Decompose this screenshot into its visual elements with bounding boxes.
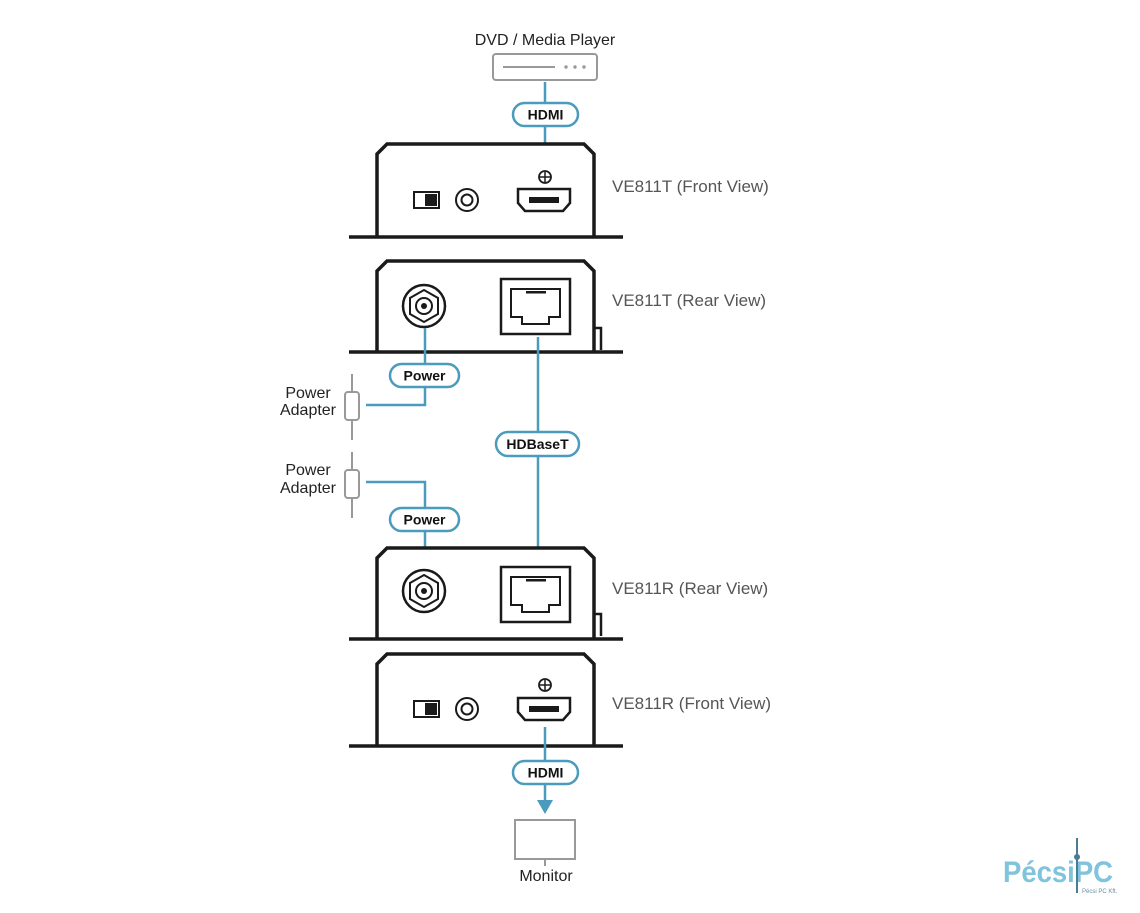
rx-adapter-label-line2: Adapter	[280, 480, 337, 497]
hdbaset-tag: HDBaseT	[494, 430, 581, 458]
svg-text:HDBaseT: HDBaseT	[506, 436, 569, 452]
source-device-label: DVD / Media Player	[475, 32, 616, 49]
rx-power-cable	[366, 480, 427, 570]
hdmi-output-tag: HDMI	[511, 759, 580, 786]
svg-text:HDMI: HDMI	[528, 765, 564, 781]
tx-power-cable	[366, 328, 427, 407]
pecsipc-logo: PécsiPC Pécsi PC Kft.	[1003, 838, 1118, 895]
svg-text:HDMI: HDMI	[528, 107, 564, 123]
tx-adapter-label-line2: Adapter	[280, 402, 337, 419]
hdmi-input-tag: HDMI	[511, 101, 580, 128]
tx-power-tag: Power	[388, 362, 461, 389]
svg-text:Power: Power	[403, 512, 446, 528]
rx-power-tag: Power	[388, 506, 461, 533]
rx-adapter-label-line1: Power	[285, 462, 331, 479]
svg-text:PécsiPC: PécsiPC	[1003, 856, 1113, 889]
rx-rear-unit	[349, 546, 623, 641]
tx-front-unit	[349, 142, 623, 239]
rx-front-unit	[349, 652, 623, 748]
dvd-player-icon	[492, 53, 598, 81]
tx-power-adapter-icon	[344, 374, 360, 440]
rx-rear-label: VE811R (Rear View)	[612, 579, 768, 598]
svg-text:Pécsi PC Kft.: Pécsi PC Kft.	[1082, 889, 1118, 895]
tx-front-label: VE811T (Front View)	[612, 177, 769, 196]
rx-power-adapter-icon	[344, 452, 360, 518]
rx-front-label: VE811R (Front View)	[612, 694, 771, 713]
tx-rear-label: VE811T (Rear View)	[612, 291, 766, 310]
monitor-label: Monitor	[519, 868, 573, 885]
tx-adapter-label-line1: Power	[285, 385, 331, 402]
monitor-icon	[514, 819, 576, 866]
tx-rear-unit	[349, 259, 623, 354]
svg-text:Power: Power	[403, 368, 446, 384]
